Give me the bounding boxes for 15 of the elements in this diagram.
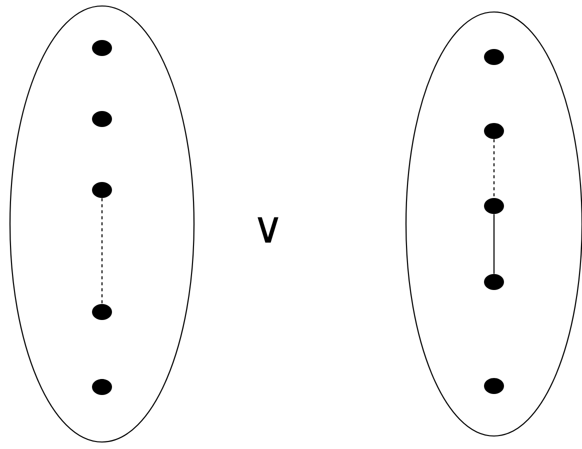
vertex-dot [92,182,112,198]
set-ellipse [9,5,195,443]
vertex-dot [484,123,504,139]
connector-line [101,198,103,304]
vertex-dot [92,379,112,395]
vertex-dot [484,198,504,214]
vertex-dot [484,274,504,290]
vertex-dot [484,378,504,394]
vertex-dot [484,49,504,65]
connector-line [493,139,495,198]
vertex-dot [92,111,112,127]
vertex-dot [92,40,112,56]
or-symbol: ∨ [258,217,278,243]
vertex-dot [92,304,112,320]
connector-line [493,214,495,274]
